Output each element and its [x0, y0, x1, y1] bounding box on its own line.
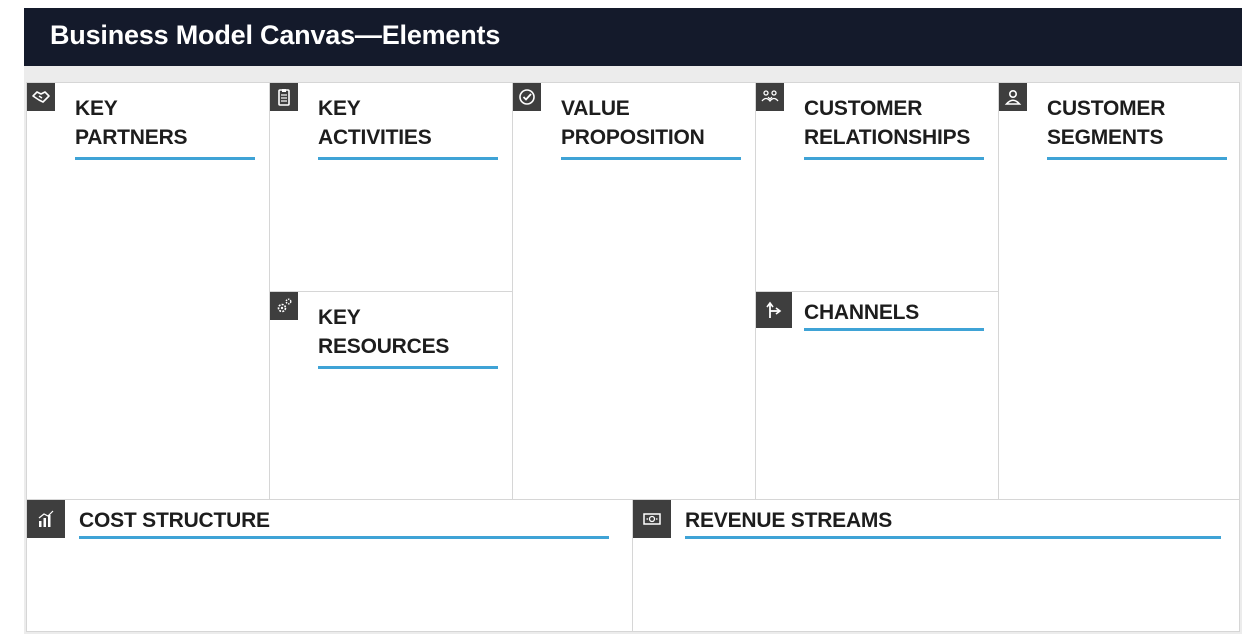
revenue-streams-title: REVENUE STREAMS: [685, 506, 892, 535]
key-resources-title: KEY RESOURCES: [318, 303, 449, 361]
key-resources-line1: KEY: [318, 306, 361, 329]
gears-icon: [270, 292, 298, 320]
customer-relationships-line2: RELATIONSHIPS: [804, 126, 971, 149]
customer-relationships-title: CUSTOMER RELATIONSHIPS: [804, 94, 970, 152]
cost-structure-underline: [79, 536, 609, 539]
cost-structure-block: COST STRUCTURE: [26, 499, 633, 632]
cost-structure-title: COST STRUCTURE: [79, 506, 270, 535]
customer-segments-line1: CUSTOMER: [1047, 97, 1166, 120]
revenue-streams-underline: [685, 536, 1221, 539]
checkmark-badge-icon: [513, 83, 541, 111]
revenue-streams-block: REVENUE STREAMS: [632, 499, 1240, 632]
handshake-icon: [27, 83, 55, 111]
channels-line1: CHANNELS: [804, 301, 920, 324]
person-icon: [999, 83, 1027, 111]
value-proposition-line1: VALUE: [561, 97, 630, 120]
channels-block: CHANNELS: [755, 291, 999, 500]
key-resources-underline: [318, 366, 498, 369]
revenue-streams-line1: REVENUE STREAMS: [685, 509, 893, 532]
key-partners-block: KEY PARTNERS: [26, 82, 270, 500]
customer-segments-title: CUSTOMER SEGMENTS: [1047, 94, 1165, 152]
key-activities-title: KEY ACTIVITIES: [318, 94, 432, 152]
customer-relationships-line1: CUSTOMER: [804, 97, 923, 120]
key-partners-title: KEY PARTNERS: [75, 94, 188, 152]
key-activities-underline: [318, 157, 498, 160]
cost-structure-line1: COST STRUCTURE: [79, 509, 270, 532]
value-proposition-block: VALUE PROPOSITION: [512, 82, 756, 500]
canvas-frame: Business Model Canvas—Elements KEY PARTN…: [24, 8, 1242, 634]
key-partners-line2: PARTNERS: [75, 126, 188, 149]
key-activities-line1: KEY: [318, 97, 361, 120]
customer-relationships-block: CUSTOMER RELATIONSHIPS: [755, 82, 999, 292]
key-resources-line2: RESOURCES: [318, 335, 450, 358]
customer-segments-underline: [1047, 157, 1227, 160]
clipboard-icon: [270, 83, 298, 111]
turn-arrow-icon: [756, 292, 792, 328]
customer-relationships-underline: [804, 157, 984, 160]
key-partners-underline: [75, 157, 255, 160]
bar-chart-icon: [27, 500, 65, 538]
customer-segments-block: CUSTOMER SEGMENTS: [998, 82, 1240, 500]
key-activities-block: KEY ACTIVITIES: [269, 82, 513, 292]
key-activities-line2: ACTIVITIES: [318, 126, 432, 149]
channels-title: CHANNELS: [804, 298, 919, 327]
people-heart-icon: [756, 83, 784, 111]
channels-underline: [804, 328, 984, 331]
title-bar: Business Model Canvas—Elements: [24, 8, 1242, 66]
key-partners-line1: KEY: [75, 97, 118, 120]
customer-segments-line2: SEGMENTS: [1047, 126, 1164, 149]
value-proposition-line2: PROPOSITION: [561, 126, 705, 149]
value-proposition-title: VALUE PROPOSITION: [561, 94, 705, 152]
business-model-canvas: KEY PARTNERS KEY ACTIVITIES KEY RESOURCE: [26, 82, 1240, 632]
page-title: Business Model Canvas—Elements: [50, 20, 501, 50]
banknote-icon: [633, 500, 671, 538]
value-proposition-underline: [561, 157, 741, 160]
key-resources-block: KEY RESOURCES: [269, 291, 513, 500]
